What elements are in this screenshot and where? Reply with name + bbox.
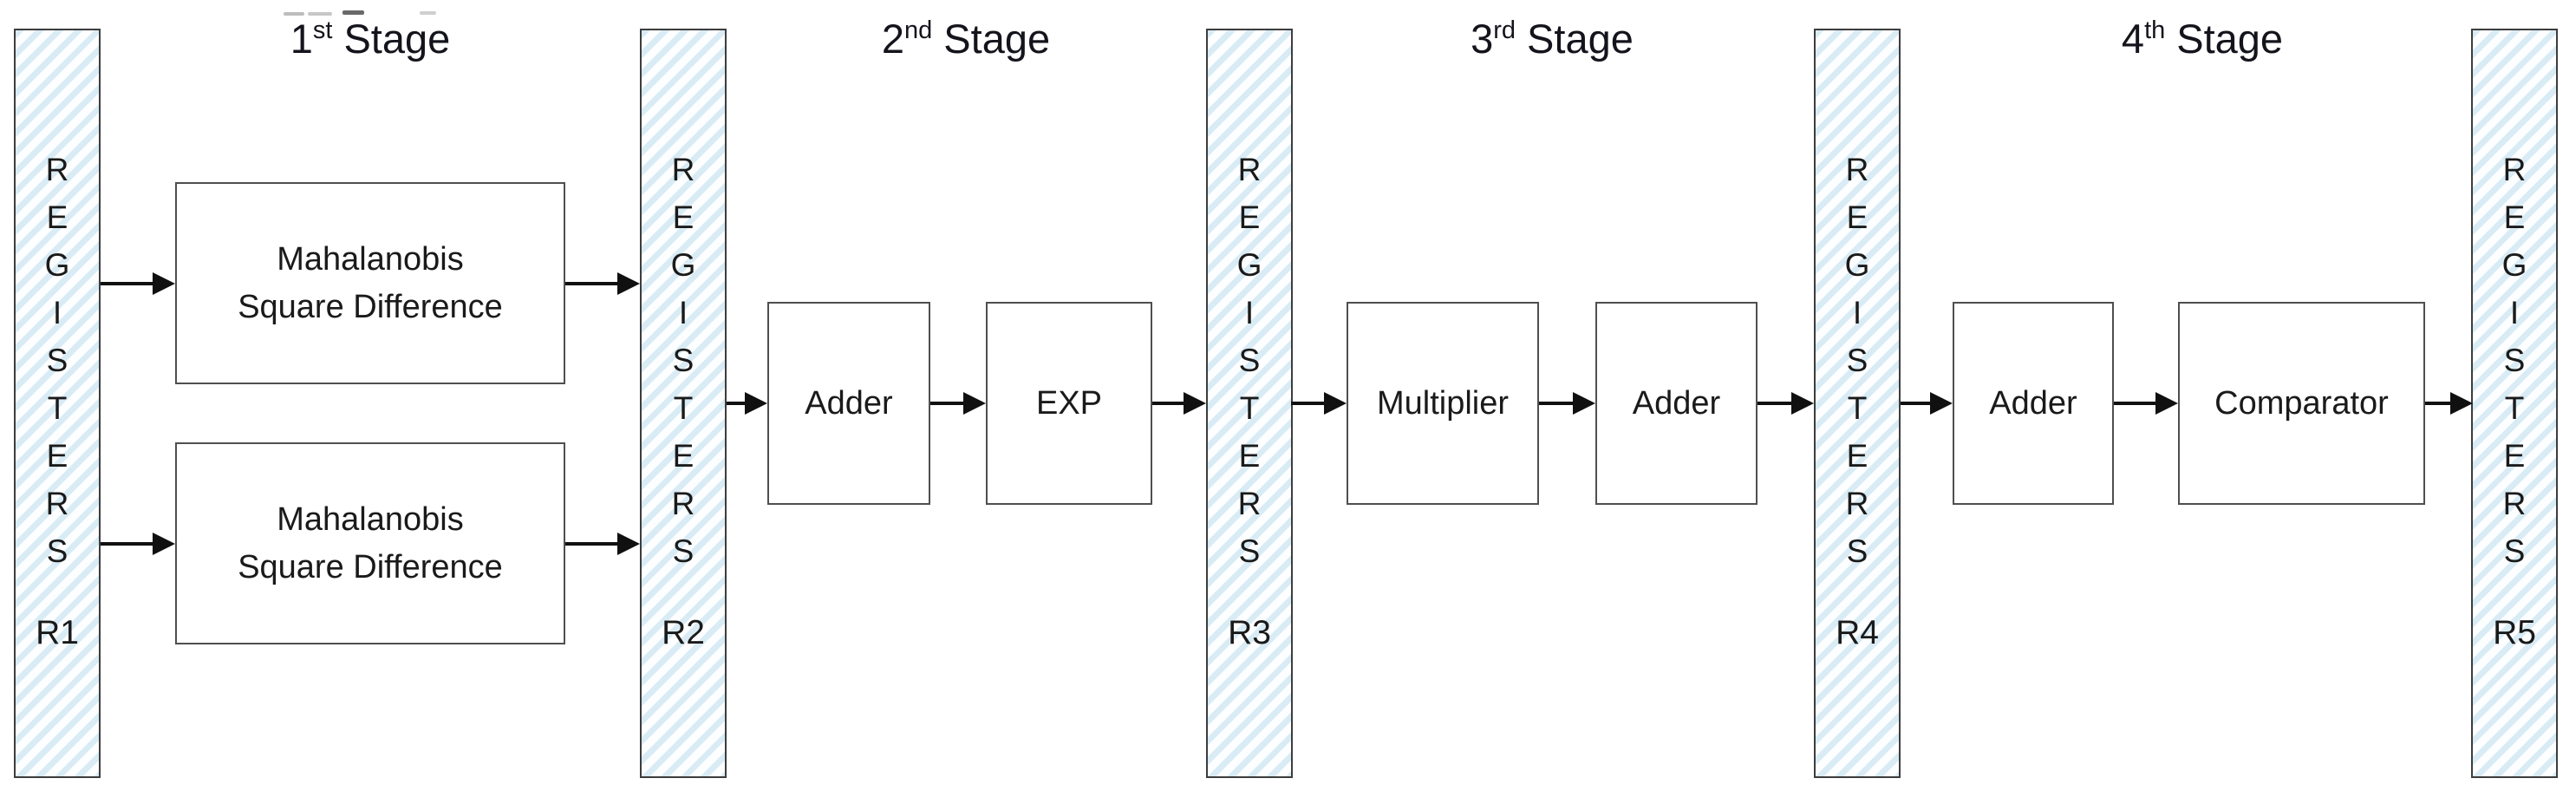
- block-label: EXP: [1035, 384, 1103, 422]
- stage-number: 1: [290, 16, 313, 62]
- block-mahalanobis-square-difference-2: Mahalanobis Square Difference: [175, 442, 565, 644]
- arrowhead-icon: [617, 272, 640, 295]
- crop-artifact: [284, 12, 304, 16]
- register-column-r2: R E G I S T E R S R2: [640, 29, 727, 778]
- block-label: Comparator: [2214, 384, 2389, 422]
- arrowhead-icon: [153, 272, 175, 295]
- block-adder-stage4: Adder: [1953, 302, 2114, 505]
- register-column-r1: R E G I S T E R S R1: [14, 29, 101, 778]
- arrow-r1-to-msd1: [101, 272, 175, 295]
- register-column-r4: R E G I S T E R S R4: [1814, 29, 1901, 778]
- arrowhead-icon: [1791, 392, 1814, 415]
- register-label-r2: R2: [662, 614, 705, 651]
- register-column-r3: R E G I S T E R S R3: [1206, 29, 1293, 778]
- arrowhead-icon: [2450, 392, 2473, 415]
- arrow-comparator-to-r5: [2425, 392, 2473, 415]
- block-label: Adder: [805, 384, 893, 422]
- stage-number: 4: [2121, 16, 2145, 62]
- block-label: Multiplier: [1376, 384, 1510, 422]
- register-vertical-text: R E G I S T E R S: [1844, 152, 1870, 569]
- arrowhead-icon: [1184, 392, 1206, 415]
- block-mahalanobis-square-difference-1: Mahalanobis Square Difference: [175, 182, 565, 384]
- stage-number: 2: [881, 16, 905, 62]
- register-vertical-text: R E G I S T E R S: [2501, 152, 2527, 569]
- block-adder-stage3: Adder: [1595, 302, 1758, 505]
- register-label-r5: R5: [2493, 614, 2536, 651]
- register-column-r5: R E G I S T E R S R5: [2471, 29, 2558, 778]
- arrow-multiplier-to-adder: [1539, 392, 1595, 415]
- arrow-msd2-to-r2: [565, 533, 640, 555]
- arrow-exp-to-r3: [1152, 392, 1206, 415]
- block-exp: EXP: [986, 302, 1152, 505]
- arrowhead-icon: [153, 533, 175, 555]
- arrow-adder-to-exp: [930, 392, 986, 415]
- arrow-r1-to-msd2: [101, 533, 175, 555]
- stage-ordinal: nd: [904, 16, 933, 44]
- crop-artifact: [420, 11, 436, 15]
- register-vertical-text: R E G I S T E R S: [44, 152, 70, 569]
- block-comparator: Comparator: [2178, 302, 2425, 505]
- register-label-r1: R1: [36, 614, 79, 651]
- arrowhead-icon: [1930, 392, 1953, 415]
- register-label-r4: R4: [1836, 614, 1879, 651]
- arrow-adder-to-r4: [1758, 392, 1814, 415]
- stage-title-2: 2nd Stage: [882, 12, 1050, 72]
- stage-word: Stage: [943, 16, 1051, 62]
- stage-number: 3: [1471, 16, 1494, 62]
- arrow-r4-to-adder: [1901, 392, 1953, 415]
- block-label: Mahalanobis Square Difference: [238, 240, 503, 325]
- stage-word: Stage: [343, 16, 451, 62]
- arrow-r2-to-adder: [727, 392, 767, 415]
- register-vertical-text: R E G I S T E R S: [1236, 152, 1262, 569]
- stage-word: Stage: [2176, 16, 2284, 62]
- crop-artifact: [308, 12, 332, 16]
- arrowhead-icon: [1324, 392, 1347, 415]
- block-label: Adder: [1632, 384, 1721, 422]
- block-multiplier: Multiplier: [1347, 302, 1539, 505]
- arrow-r3-to-multiplier: [1291, 392, 1347, 415]
- arrowhead-icon: [1573, 392, 1595, 415]
- crop-artifact: [342, 10, 364, 15]
- arrowhead-icon: [617, 533, 640, 555]
- stage-title-4: 4th Stage: [2122, 12, 2283, 72]
- arrowhead-icon: [745, 392, 767, 415]
- stage-ordinal: th: [2144, 16, 2166, 44]
- stage-title-1: 1st Stage: [290, 12, 451, 72]
- stage-ordinal: st: [312, 16, 333, 44]
- block-adder-stage2: Adder: [767, 302, 930, 505]
- arrow-msd1-to-r2: [565, 272, 640, 295]
- arrowhead-icon: [963, 392, 986, 415]
- register-vertical-text: R E G I S T E R S: [670, 152, 696, 569]
- arrow-adder-to-comparator: [2114, 392, 2178, 415]
- stage-ordinal: rd: [1493, 16, 1516, 44]
- block-label: Mahalanobis Square Difference: [238, 500, 503, 585]
- block-label: Adder: [1989, 384, 2077, 422]
- register-label-r3: R3: [1228, 614, 1271, 651]
- arrowhead-icon: [2155, 392, 2178, 415]
- stage-title-3: 3rd Stage: [1471, 12, 1634, 72]
- stage-word: Stage: [1527, 16, 1634, 62]
